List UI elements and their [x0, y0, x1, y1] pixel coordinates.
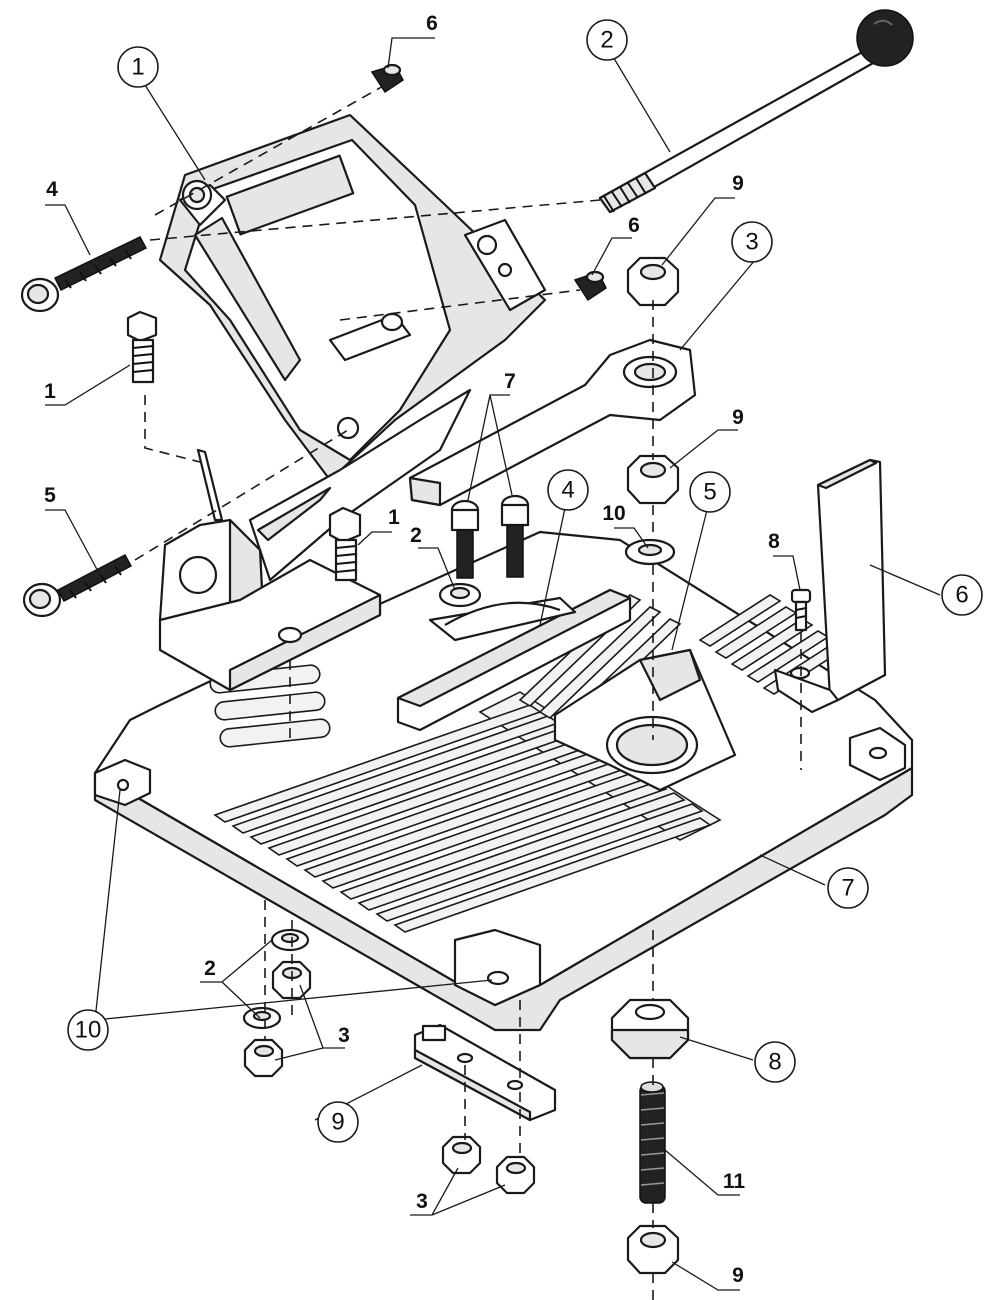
fence: [396, 588, 632, 732]
callout-10-text: 10: [75, 1017, 102, 1044]
label-8: 8: [768, 530, 780, 553]
callout-2-text: 2: [600, 27, 613, 54]
nuts-3-bottom: [441, 1135, 536, 1195]
hex-bolt-1-right: [328, 506, 362, 582]
pivot-bracket: [158, 518, 382, 692]
label-9-mid: 9: [732, 406, 744, 429]
callout-4: 4: [547, 469, 589, 511]
callout-6-text: 6: [955, 582, 968, 609]
label-2-top: 2: [410, 524, 422, 547]
nut-9-bottom: [626, 1224, 680, 1275]
label-6-mid: 6: [628, 214, 640, 237]
callout-6: 6: [941, 574, 983, 616]
label-9-bottom: 9: [732, 1264, 744, 1287]
knob-8: [610, 998, 690, 1060]
small-screw-8: [790, 588, 812, 632]
clamp-plate-9: [413, 1023, 557, 1122]
callout-8: 8: [754, 1041, 796, 1083]
washer-2-top: [438, 582, 482, 608]
label-5: 5: [44, 484, 56, 507]
label-2-bottom: 2: [204, 957, 216, 980]
callout-9-text: 9: [331, 1109, 344, 1136]
stop-bracket: [773, 458, 887, 714]
callout-5: 5: [689, 471, 731, 513]
bolt-4: [20, 236, 148, 313]
label-1-right: 1: [388, 506, 400, 529]
set-screw-6-top: [370, 63, 404, 94]
clamp-lever: [408, 338, 697, 507]
label-7: 7: [504, 370, 516, 393]
callout-1-text: 1: [131, 54, 144, 81]
callout-4-text: 4: [561, 477, 574, 504]
label-9-top: 9: [732, 172, 744, 195]
label-6-top: 6: [426, 12, 438, 35]
washers-nuts-bottom-left: [242, 928, 312, 1078]
callout-2: 2: [586, 19, 628, 61]
leader-lines: [45, 37, 941, 1291]
threaded-rod-11: [639, 1081, 666, 1204]
callout-3-text: 3: [745, 229, 758, 256]
label-3-bottom: 3: [416, 1190, 428, 1213]
base-grooves-front: [213, 704, 712, 933]
label-10: 10: [602, 502, 625, 525]
vise-jaw: [553, 648, 737, 792]
callout-5-text: 5: [703, 479, 716, 506]
assembly-lines: [134, 84, 802, 1300]
callout-3: 3: [731, 221, 773, 263]
callout-9: 9: [317, 1101, 359, 1143]
handle: [598, 9, 914, 214]
label-4: 4: [46, 178, 58, 201]
nut-9-top: [626, 256, 680, 307]
pivot-arm: [196, 388, 472, 582]
hex-bolt-1-left: [126, 310, 158, 384]
callout-8-text: 8: [768, 1049, 781, 1076]
label-1-left: 1: [44, 380, 56, 403]
callout-7: 7: [827, 867, 869, 909]
nut-9-middle: [626, 454, 680, 505]
socket-screws-7: [450, 494, 530, 579]
washer-10: [624, 538, 676, 566]
saw-head: [158, 113, 547, 482]
bolt-5: [22, 553, 133, 618]
callout-1: 1: [117, 46, 159, 88]
label-11: 11: [723, 1170, 746, 1193]
set-screw-6-mid: [573, 270, 607, 302]
base-slots-left: [209, 664, 331, 748]
callout-10: 10: [67, 1009, 109, 1051]
label-3-left: 3: [338, 1024, 350, 1047]
callout-7-text: 7: [841, 875, 854, 902]
